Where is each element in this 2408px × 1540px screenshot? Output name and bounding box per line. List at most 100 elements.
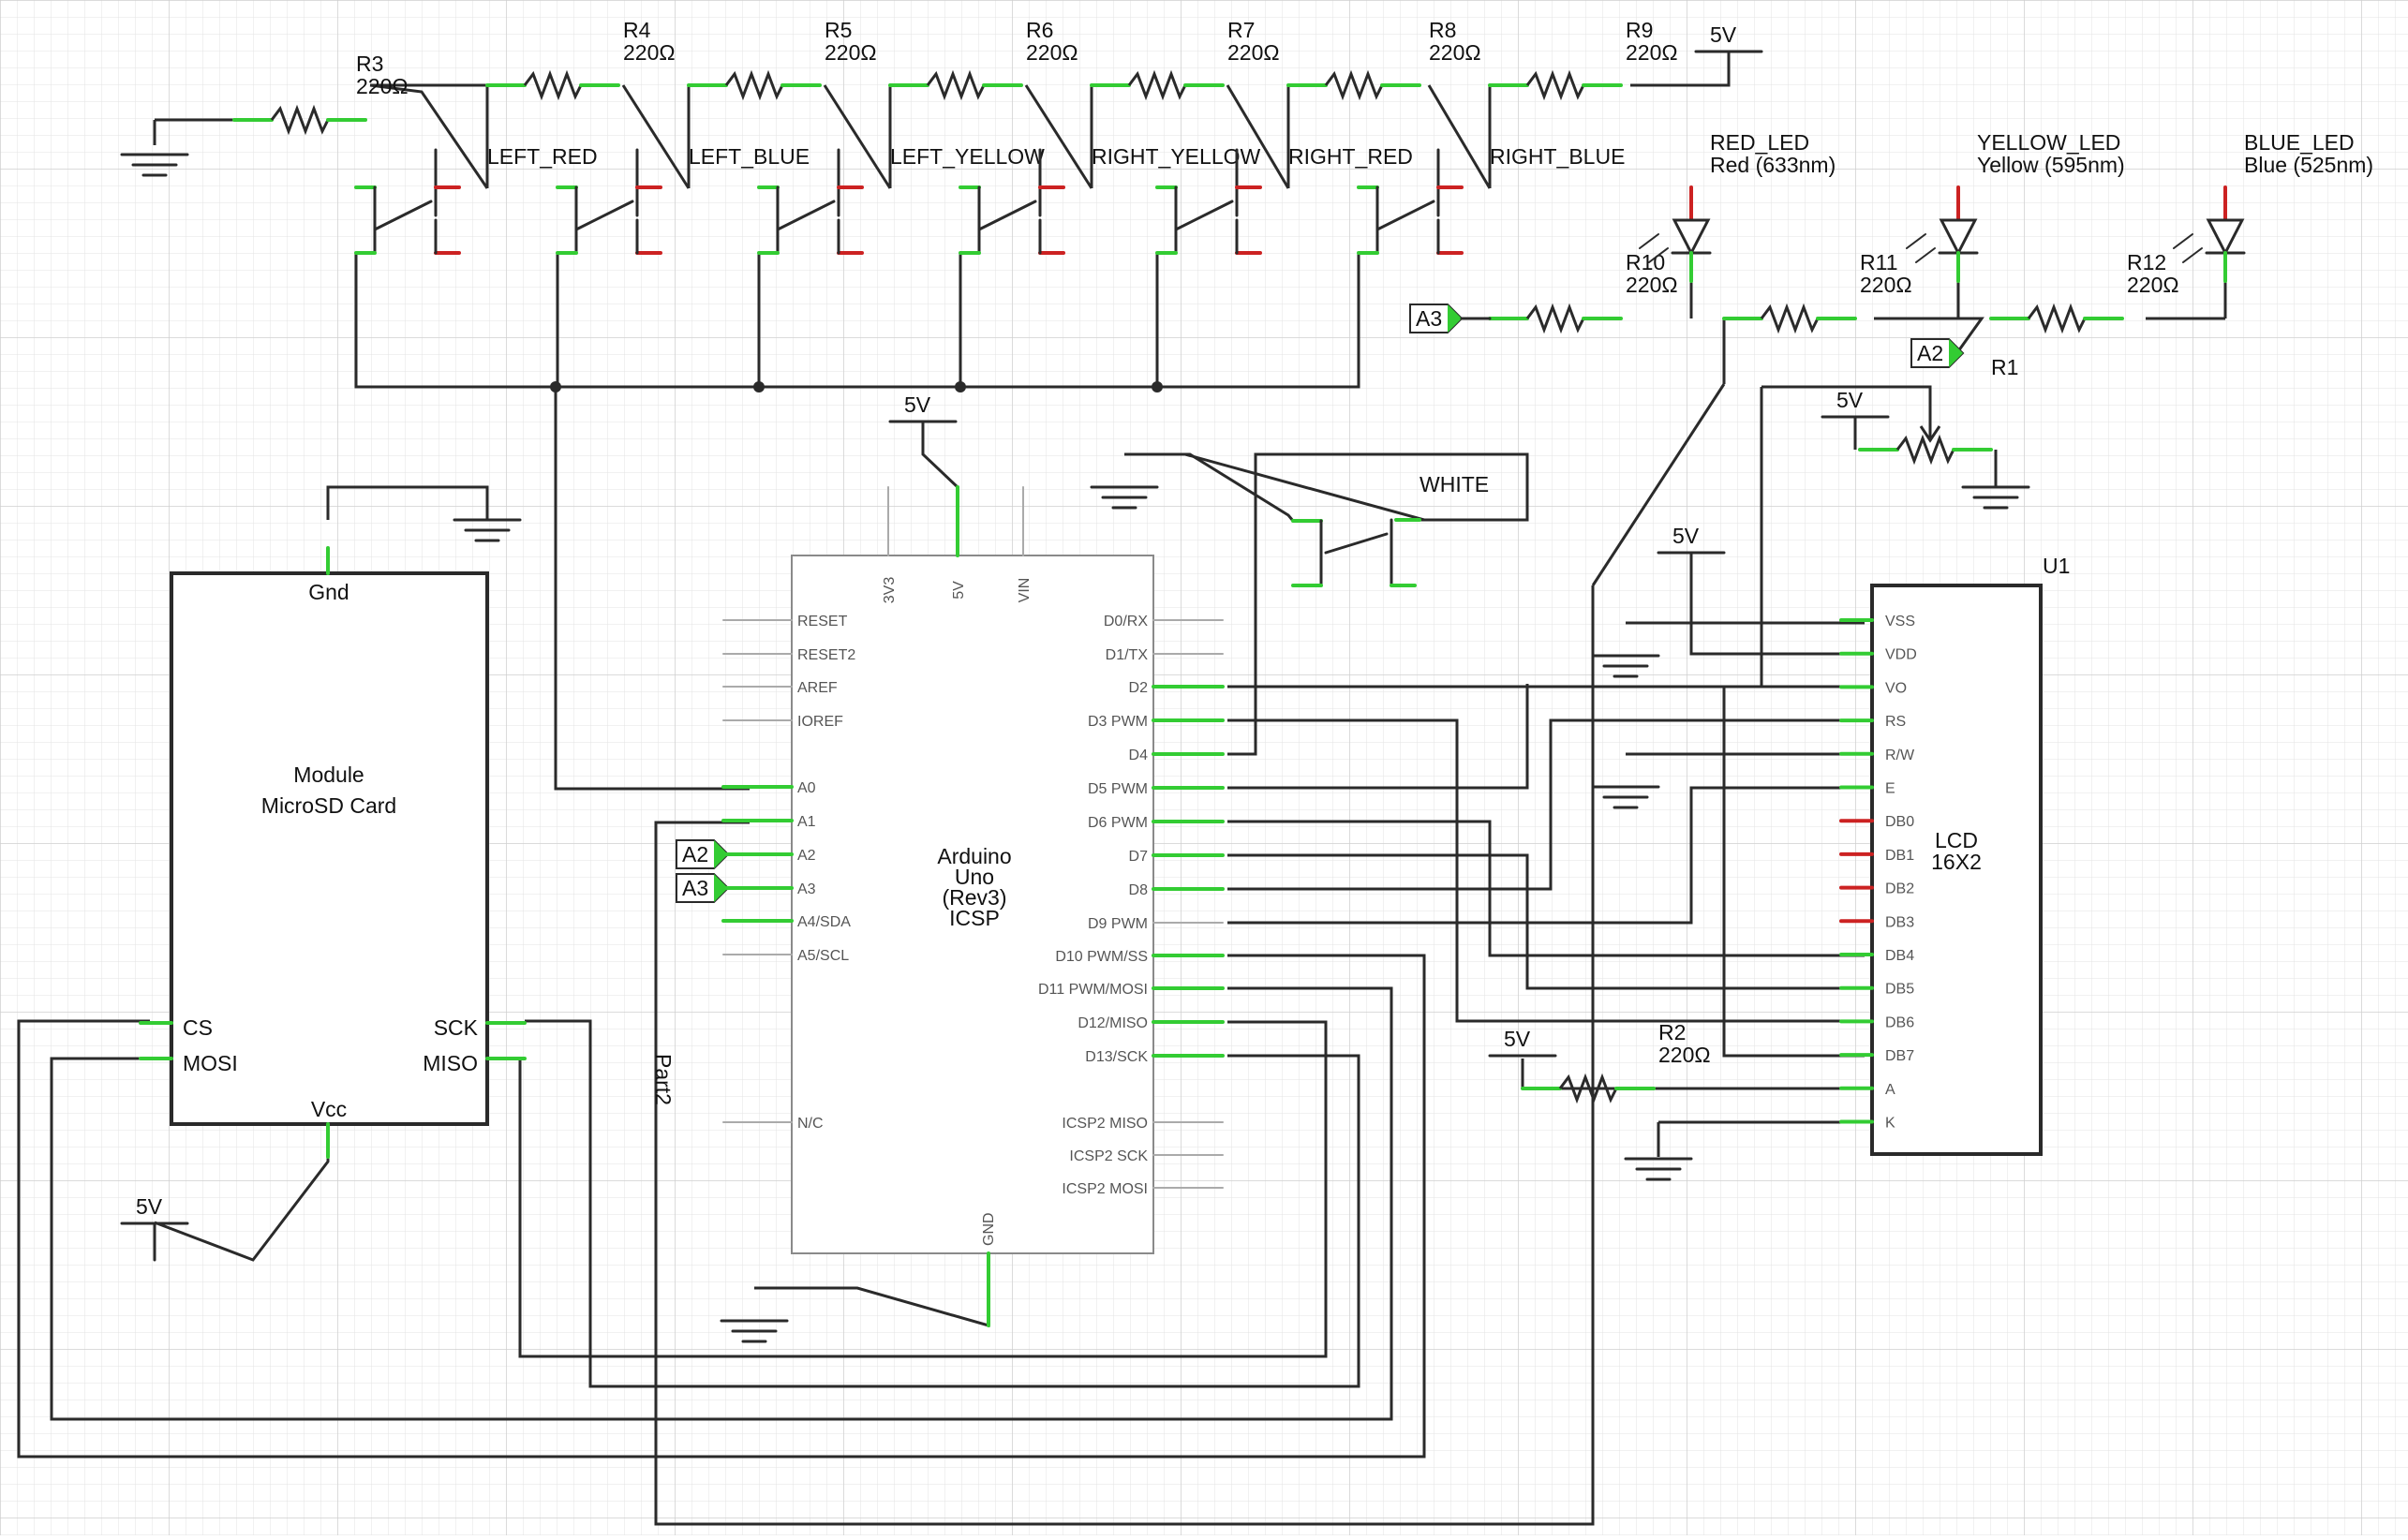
transistor-label: LEFT_YELLOW <box>890 144 1045 169</box>
arduino-left-pin: A0 <box>797 780 816 796</box>
power-5v-r9: 5V <box>1694 22 1763 53</box>
arduino-part-label: Part2 <box>651 1054 676 1105</box>
power-5v-lcd: 5V <box>1657 524 1726 555</box>
pot-ref: R1 <box>1991 355 2018 379</box>
net-label-a3-arduino: A3 <box>676 873 730 903</box>
transistor-right-yellow: RIGHT_YELLOW <box>959 144 1260 255</box>
sd-pin-gnd: Gnd <box>308 580 349 604</box>
lcd-pin-label: A <box>1885 1082 1895 1098</box>
sd-pin-miso: MISO <box>423 1051 478 1075</box>
ground-symbol <box>120 153 189 177</box>
transistor-diagonal <box>373 200 433 231</box>
led-ray <box>1639 233 1659 249</box>
resistor-value: 220Ω <box>623 40 676 65</box>
arduino-gnd-pin: GND <box>981 1212 997 1246</box>
transistor-diagonal <box>1174 200 1234 231</box>
resistor-ref: R5 <box>825 18 852 42</box>
resistor-value: 220Ω <box>1429 40 1481 65</box>
ground-symbol <box>720 1319 789 1343</box>
transistor-diagonal <box>977 200 1037 231</box>
sd-module-body <box>170 571 489 1126</box>
wires <box>17 52 2227 1526</box>
transistor-left-blue: LEFT_BLUE <box>556 144 810 255</box>
net-label-a2-led: A2 <box>1910 338 1965 368</box>
resistor-body <box>724 69 784 101</box>
lcd-pin-label: DB2 <box>1885 881 1914 897</box>
supply-label: 5V <box>904 392 931 417</box>
arduino-title-line: Arduino <box>937 844 1011 868</box>
resistor-body <box>2027 303 2087 334</box>
power-5v-sd: 5V <box>120 1194 189 1225</box>
lcd-pin-label: DB1 <box>1885 848 1914 864</box>
arduino-right-pin: D8 <box>1129 882 1149 898</box>
arduino-right-pin: D7 <box>1129 849 1149 865</box>
lcd-pin-label: VSS <box>1885 614 1915 629</box>
power-5v-pot: 5V <box>1821 388 1890 419</box>
lcd-pin-label: DB3 <box>1885 914 1914 930</box>
power-5v-arduino: 5V <box>888 392 958 423</box>
transistor-label: LEFT_BLUE <box>689 144 810 169</box>
junction-dot <box>753 381 765 392</box>
arduino-top-pin: VIN <box>1017 578 1033 603</box>
led-name: BLUE_LED <box>2244 130 2355 155</box>
transistor-label: LEFT_RED <box>487 144 598 169</box>
resistor-body <box>1324 69 1384 101</box>
resistor-value: 220Ω <box>356 74 409 98</box>
resistor-value: 220Ω <box>825 40 877 65</box>
arduino-right-pin: D4 <box>1129 748 1149 763</box>
ground-symbol <box>1591 654 1660 678</box>
resistor-value: 220Ω <box>1658 1043 1711 1067</box>
net-label-text: A3 <box>1416 306 1442 331</box>
sd-pin-sck: SCK <box>434 1015 479 1040</box>
resistor-body <box>523 69 583 101</box>
arduino-right-pin: D5 PWM <box>1088 781 1148 797</box>
sd-title: Module <box>293 763 364 787</box>
lcd-pin-label: RS <box>1885 714 1906 730</box>
net-label-text: A3 <box>682 876 708 900</box>
transistor-label: WHITE <box>1420 472 1489 496</box>
lcd-pin-label: VO <box>1885 680 1907 696</box>
arduino-right-pin: D10 PWM/SS <box>1055 949 1148 965</box>
junction-dot <box>955 381 966 392</box>
pot-body <box>1858 434 1993 466</box>
net-flag-tip <box>714 840 728 868</box>
lcd-16x2: U1LCD16X2VSSVDDVORSR/WEDB0DB1DB2DB3DB4DB… <box>1839 554 2070 1156</box>
arduino-left-pin: AREF <box>797 680 838 696</box>
transistor-right-red: RIGHT_RED <box>1155 144 1413 255</box>
lcd-pin-label: R/W <box>1885 748 1915 763</box>
sd-pin-cs: CS <box>183 1015 213 1040</box>
supply-label: 5V <box>1504 1027 1531 1051</box>
arduino-right-pin: D2 <box>1129 680 1149 696</box>
net-label-a2-arduino: A2 <box>676 839 730 869</box>
transistor-label: RIGHT_BLUE <box>1490 144 1625 169</box>
led-desc: Red (633nm) <box>1710 153 1836 177</box>
resistor-ref: R4 <box>623 18 651 42</box>
components: R3220ΩR4220ΩR5220ΩR6220ΩR7220ΩR8220ΩR922… <box>120 18 2373 1343</box>
resistor-ref: R3 <box>356 52 383 76</box>
lcd-pin-label: DB5 <box>1885 982 1914 998</box>
sd-pin-vcc: Vcc <box>311 1097 347 1121</box>
arduino-right-pin: D12/MISO <box>1078 1015 1148 1031</box>
ground-symbol <box>1591 785 1660 809</box>
net-flag-tip <box>1949 339 1963 367</box>
lcd-pin-label: DB7 <box>1885 1048 1914 1064</box>
led-name: YELLOW_LED <box>1977 130 2120 155</box>
transistor-left-red: LEFT_RED <box>354 144 598 255</box>
led-ray <box>2182 247 2203 263</box>
sd-pin-mosi: MOSI <box>183 1051 238 1075</box>
net-label-a3-led: A3 <box>1409 304 1464 333</box>
resistor-ref: R11 <box>1860 250 1898 274</box>
arduino-title-line: ICSP <box>949 906 1000 930</box>
resistor-value: 220Ω <box>2127 273 2179 297</box>
